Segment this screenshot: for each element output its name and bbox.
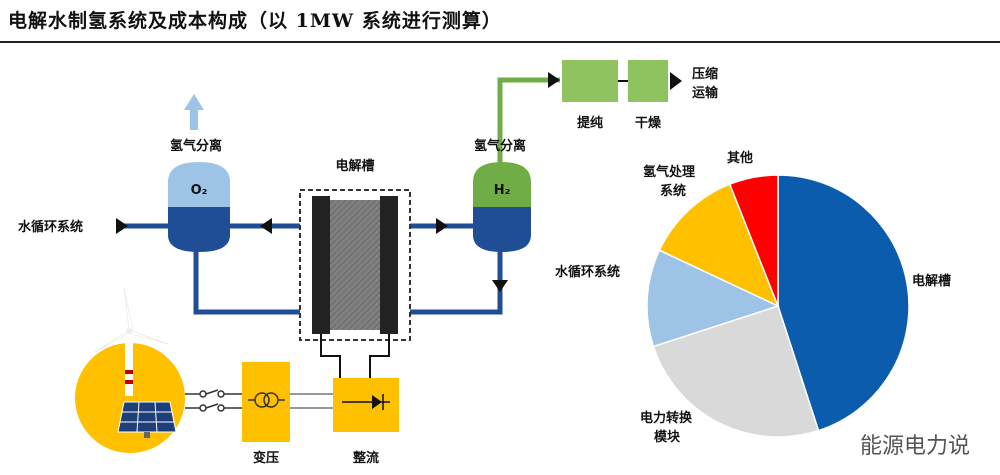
oxygen-separator-tank xyxy=(168,162,230,252)
pie-label-h2proc-line1: 氢气处理 xyxy=(643,164,695,180)
left-separator-label: 氢气分离 xyxy=(170,138,222,154)
title-divider xyxy=(0,41,1000,43)
dry-label: 干燥 xyxy=(635,115,662,131)
h2-label: H₂ xyxy=(494,183,511,198)
electrolyzer-cell xyxy=(299,189,411,341)
pie-slice-other xyxy=(728,174,779,307)
o2-label: O₂ xyxy=(191,183,208,198)
page-title: 电解水制氢系统及成本构成（以 1MW 系统进行测算） xyxy=(8,10,502,32)
hydrogen-separator-tank xyxy=(473,162,531,252)
purify-box xyxy=(562,60,618,102)
o2-vent-arrow xyxy=(184,94,204,130)
flow-arrow-left xyxy=(260,218,272,234)
dc-wire-pos xyxy=(369,334,390,378)
solar-panel-icon xyxy=(117,401,177,438)
flow-arrow-down xyxy=(492,280,508,292)
pie-label-water: 水循环系统 xyxy=(555,264,620,280)
water-loop-label: 水循环系统 xyxy=(18,219,83,235)
to-compress-arrow xyxy=(670,72,682,90)
pie-label-h2proc-line2: 系统 xyxy=(660,183,686,199)
pie-slice-power-conversion xyxy=(652,305,820,438)
rectifier-box xyxy=(333,378,399,432)
dc-wire-neg xyxy=(320,334,341,378)
compress-label-line2: 运输 xyxy=(692,85,719,101)
pie-label-electrolyzer: 电解槽 xyxy=(912,273,951,289)
transformer-box xyxy=(242,362,290,442)
circuit-switches xyxy=(185,389,242,412)
pie-slice-h2-processing xyxy=(658,183,780,308)
pie-label-other: 其他 xyxy=(727,150,753,166)
pie-slice-electrolyzer xyxy=(777,174,910,432)
pie-slice-water-loop xyxy=(646,249,781,348)
h2-output-line xyxy=(497,77,560,170)
flow-arrow-right xyxy=(436,218,448,234)
watermark: 能源电力说 xyxy=(859,434,970,459)
cost-pie-chart xyxy=(646,174,910,438)
purify-label: 提纯 xyxy=(577,115,603,131)
transformer-label: 变压 xyxy=(253,450,279,466)
dry-box xyxy=(628,60,668,102)
rectifier-label: 整流 xyxy=(352,450,379,466)
h2-line-arrow xyxy=(548,72,560,88)
electrolyzer-label: 电解槽 xyxy=(335,158,374,174)
flow-arrow-in xyxy=(116,218,128,234)
pie-label-power-line2: 模块 xyxy=(654,429,681,445)
right-separator-label: 氢气分离 xyxy=(474,138,526,154)
compress-label-line1: 压缩 xyxy=(692,66,718,82)
renewable-power-source xyxy=(75,287,185,453)
pie-label-power-line1: 电力转换 xyxy=(640,410,693,426)
